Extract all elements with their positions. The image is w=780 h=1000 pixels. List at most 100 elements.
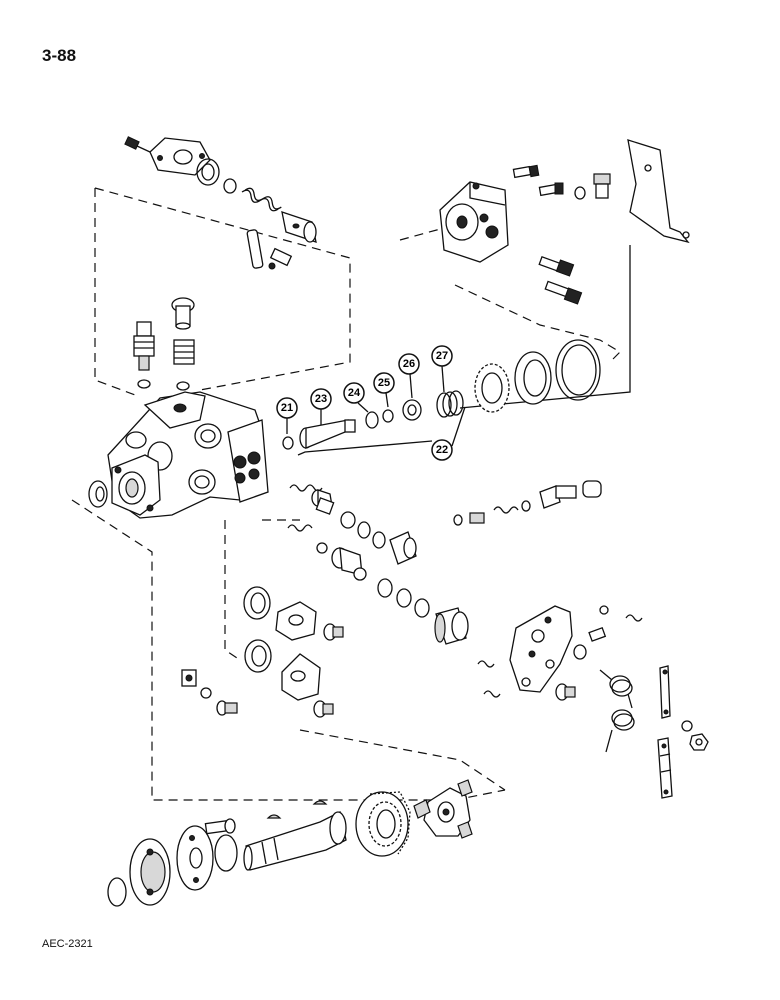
link-bar-icon: [657, 737, 673, 799]
pump-housing: [88, 391, 269, 519]
washer-icon: [521, 500, 531, 512]
washer-icon: [453, 514, 463, 526]
seal-ring-icon: [555, 339, 601, 401]
terminal-icon: [593, 173, 611, 199]
washer-icon: [681, 720, 693, 732]
torsion-spring-icon: [599, 669, 633, 709]
washer-icon: [573, 644, 587, 660]
cup-ring-icon: [514, 351, 552, 405]
callouts: 21 23 24 25 26 27 22: [276, 345, 466, 461]
o-ring-icon: [396, 588, 412, 608]
callout-26-label: 26: [403, 358, 415, 370]
o-ring-icon: [176, 381, 190, 391]
flyweight-holder-icon: [413, 779, 473, 839]
key-icon: [312, 800, 328, 805]
callout-25: 25: [373, 372, 395, 408]
callout-row-parts: [282, 339, 601, 450]
washer-icon: [223, 178, 237, 194]
small-valve-icon: [268, 247, 293, 270]
piston-icon: [331, 547, 367, 581]
side-head-icon: [227, 419, 269, 503]
screw-icon: [512, 164, 540, 179]
seal-ring-icon: [243, 586, 271, 620]
screw-icon: [469, 512, 485, 524]
left-valve-icon: [133, 321, 155, 371]
bracket-icon: [627, 139, 690, 244]
spring-icon: [493, 506, 519, 514]
drive-shaft-icon: [243, 811, 347, 871]
callout-23: 23: [310, 388, 332, 425]
washer-icon: [365, 411, 379, 429]
washer-icon: [599, 605, 609, 615]
cover-plate-icon: [281, 653, 321, 701]
o-ring-icon: [340, 511, 356, 529]
seal-ring-icon: [244, 639, 272, 673]
o-ring-icon: [377, 578, 393, 598]
o-ring-icon: [137, 379, 151, 389]
key-icon: [266, 814, 282, 819]
end-seal-icon: [88, 480, 108, 508]
drive-gear-icon: [355, 791, 411, 857]
callout-21: 21: [276, 397, 298, 434]
callout-23-label: 23: [315, 393, 327, 405]
callout-22-label: 22: [436, 444, 448, 456]
washer-icon: [382, 409, 394, 423]
screw-icon: [323, 623, 344, 641]
lower-left-covers: [181, 586, 344, 718]
middle-right-parts: [453, 480, 602, 526]
left-valves: [133, 297, 195, 391]
screw-icon: [538, 182, 564, 197]
nut-icon: [689, 733, 709, 751]
screw-icon: [588, 627, 607, 642]
bolt-icon: [171, 297, 195, 330]
washer-icon: [316, 542, 328, 554]
callout-25-label: 25: [378, 377, 390, 389]
o-ring-icon: [414, 598, 430, 618]
solenoid-group: [439, 139, 690, 409]
washer-icon: [282, 436, 294, 450]
star-washer-icon: [474, 363, 510, 413]
top-left-parts: [124, 136, 317, 270]
callout-27-label: 27: [436, 350, 448, 362]
callout-21-label: 21: [281, 402, 293, 414]
spring-icon: [287, 524, 313, 532]
callout-22: 22: [297, 406, 466, 461]
spring-icon: [625, 614, 643, 622]
piston-icon: [311, 489, 335, 515]
end-flange-icon: [111, 454, 161, 516]
page-number: 3-88: [42, 46, 77, 65]
sleeve-icon: [434, 607, 469, 645]
callout-26: 26: [398, 353, 420, 399]
flange-plate-icon: [149, 137, 211, 176]
plunger-icon: [299, 419, 356, 449]
drive-shaft-assembly: [107, 779, 473, 907]
connector-icon: [544, 280, 583, 305]
piston-rows: [287, 484, 469, 645]
callout-24-label: 24: [348, 387, 361, 399]
connector-icon: [538, 255, 575, 277]
screw-icon: [313, 700, 334, 718]
right-valve-icon: [173, 339, 195, 365]
screw-icon: [216, 700, 238, 716]
solenoid-head-icon: [439, 181, 509, 263]
torsion-spring-icon: [605, 709, 635, 753]
screw-icon: [124, 136, 151, 153]
o-ring-icon: [357, 521, 371, 539]
snap-ring-icon: [107, 877, 127, 907]
pin-icon: [246, 229, 264, 269]
washer-icon: [200, 687, 212, 699]
valve-fitting-icon: [539, 480, 602, 509]
spring-icon: [241, 187, 282, 212]
coupling-icon: [214, 834, 238, 872]
nut-icon: [181, 669, 197, 687]
figure-code: AEC-2321: [42, 938, 93, 950]
screw-icon: [555, 683, 576, 701]
drive-hub-icon: [129, 838, 171, 906]
drive-plate-icon: [176, 825, 214, 891]
o-ring-icon: [372, 531, 386, 549]
spring-icon: [436, 390, 464, 418]
o-ring-icon: [196, 158, 220, 186]
sleeve-icon: [281, 211, 317, 243]
sleeve-icon: [389, 531, 417, 565]
